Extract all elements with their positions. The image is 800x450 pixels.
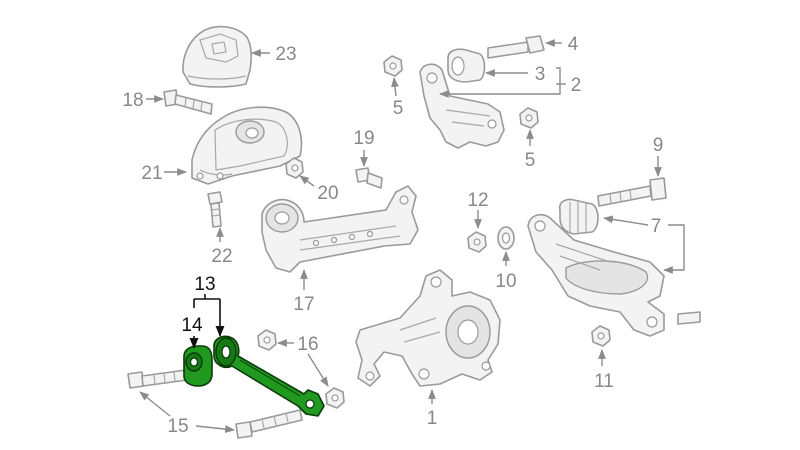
callout-14[interactable]: 14 — [181, 315, 203, 336]
callout-9[interactable]: 9 — [653, 135, 664, 156]
callout-1[interactable]: 1 — [427, 408, 438, 429]
callout-4[interactable]: 4 — [568, 34, 579, 55]
part-4-bolt[interactable] — [487, 35, 545, 59]
part-14-bushing[interactable] — [183, 345, 213, 387]
part-19-bolt[interactable] — [355, 167, 383, 189]
part-15-bolt-left[interactable] — [127, 369, 188, 389]
callout-3[interactable]: 3 — [535, 64, 546, 85]
callout-23[interactable]: 23 — [275, 44, 296, 65]
part-17-trailing-arm[interactable] — [261, 185, 419, 273]
part-7-lower-arm[interactable] — [527, 213, 665, 337]
part-21-mount[interactable] — [191, 106, 303, 185]
callout-2[interactable]: 2 — [571, 75, 582, 96]
callout-10[interactable]: 10 — [495, 271, 516, 292]
callout-19[interactable]: 19 — [353, 128, 374, 149]
callout-22[interactable]: 22 — [211, 246, 232, 267]
callout-5b[interactable]: 5 — [525, 150, 536, 171]
leader-15b — [195, 425, 235, 433]
callout-7[interactable]: 7 — [651, 216, 662, 237]
part-18-bolt[interactable] — [163, 89, 213, 115]
leader-7-bracket — [663, 224, 685, 274]
part-22-bolt[interactable] — [207, 191, 223, 228]
part-3-bushing[interactable] — [447, 48, 486, 83]
leader-15a — [139, 391, 171, 417]
leader-5a — [391, 77, 399, 97]
part-16-nut-upper[interactable] — [257, 329, 277, 351]
callout-20[interactable]: 20 — [317, 183, 338, 204]
leader-20 — [299, 175, 315, 187]
callout-15[interactable]: 15 — [167, 416, 188, 437]
part-12-nut[interactable] — [467, 231, 487, 253]
callout-17[interactable]: 17 — [293, 294, 314, 315]
part-7-bushing[interactable] — [558, 198, 599, 235]
callout-13[interactable]: 13 — [194, 274, 215, 295]
part-7-end-bolt[interactable] — [677, 311, 701, 325]
part-23-cover[interactable] — [182, 25, 252, 88]
callout-12[interactable]: 12 — [467, 190, 488, 211]
part-9-bolt[interactable] — [597, 177, 667, 207]
part-10-washer[interactable] — [497, 226, 515, 250]
leader-7 — [603, 215, 649, 226]
part-5-nut-right[interactable] — [519, 107, 539, 129]
part-1-knuckle[interactable] — [355, 269, 501, 387]
callout-5a[interactable]: 5 — [393, 98, 404, 119]
leader-16b — [307, 353, 329, 387]
part-15-bolt-lower[interactable] — [235, 409, 303, 439]
leader-2 — [439, 67, 561, 98]
callout-18[interactable]: 18 — [122, 90, 143, 111]
part-20-nut[interactable] — [285, 157, 304, 179]
part-16-nut-lower[interactable] — [325, 387, 345, 409]
part-2-upper-arm[interactable] — [419, 63, 505, 149]
callout-21[interactable]: 21 — [141, 163, 162, 184]
callout-11[interactable]: 11 — [594, 371, 614, 392]
part-5-nut-upper[interactable] — [383, 55, 403, 77]
part-11-nut[interactable] — [591, 325, 611, 347]
callout-16[interactable]: 16 — [297, 334, 318, 355]
